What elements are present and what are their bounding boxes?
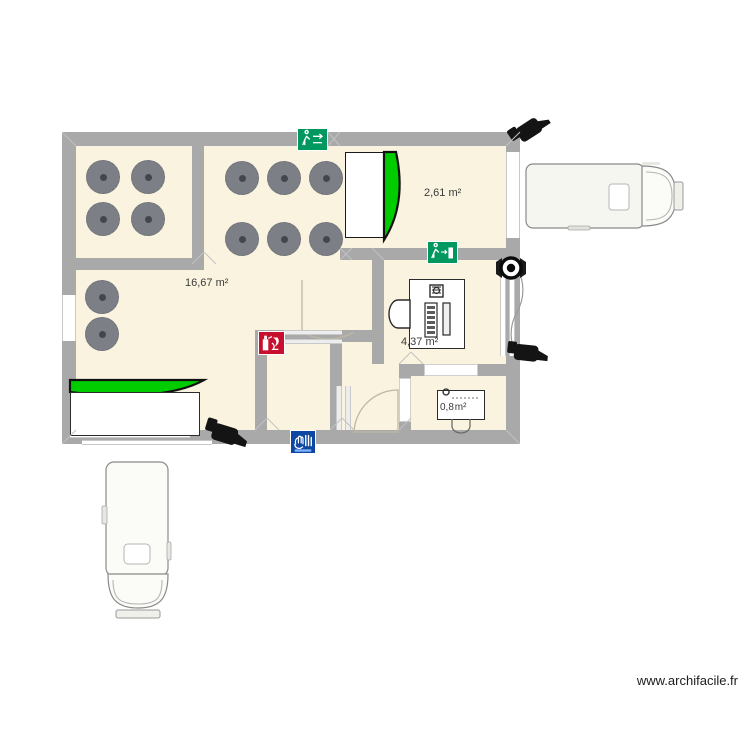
double-entry-door-panel-2[interactable] xyxy=(509,268,515,356)
office-chair[interactable] xyxy=(388,297,412,331)
round-table[interactable] xyxy=(131,160,165,194)
area-label-main-hall: 16,67 m² xyxy=(185,277,229,289)
round-table[interactable] xyxy=(267,222,301,256)
delivery-van[interactable] xyxy=(524,158,702,234)
watermark-archifacile: www.archifacile.fr xyxy=(636,673,738,688)
security-camera[interactable] xyxy=(504,106,559,156)
delivery-van[interactable] xyxy=(100,460,186,626)
round-table[interactable] xyxy=(85,280,119,314)
round-table[interactable] xyxy=(85,317,119,351)
fire-extinguisher-sign[interactable] xyxy=(258,331,285,355)
emergency-exit-sign[interactable] xyxy=(427,241,458,264)
round-table[interactable] xyxy=(309,161,343,195)
alarm-siren-icon[interactable] xyxy=(494,256,528,280)
area-label-upper-right: 2,61 m² xyxy=(424,187,462,199)
wall-left xyxy=(62,132,76,444)
wc-window xyxy=(424,364,478,376)
door-threshold-wc-2 xyxy=(345,386,351,430)
toilet-bowl-icon xyxy=(451,419,471,434)
wall-joint-marks xyxy=(61,131,521,445)
door-threshold-hall-2 xyxy=(284,339,342,344)
window-right-wall-upper xyxy=(506,152,520,238)
hand-wash-obligation-sign[interactable] xyxy=(290,430,316,454)
area-label-wc: 0,8 m² xyxy=(440,402,467,413)
keyboard-icon xyxy=(424,302,438,338)
security-camera[interactable] xyxy=(199,414,254,457)
wc-side-window xyxy=(399,378,411,422)
emergency-exit-sign[interactable] xyxy=(297,128,328,151)
door-threshold-wc xyxy=(336,386,342,430)
round-table[interactable] xyxy=(225,222,259,256)
door-threshold-hall xyxy=(284,330,342,335)
window-bottom-left-2 xyxy=(82,440,212,445)
round-table[interactable] xyxy=(131,202,165,236)
computer-tower-icon xyxy=(429,284,444,298)
service-counter[interactable] xyxy=(70,392,200,436)
round-table[interactable] xyxy=(86,202,120,236)
window-left-wall xyxy=(62,295,76,341)
wall-top xyxy=(62,132,520,146)
partition-panel[interactable] xyxy=(345,152,385,238)
double-entry-door-panel[interactable] xyxy=(500,268,506,356)
wall-partition-vertical-left xyxy=(192,146,204,260)
wall-partition-vertical-corridor xyxy=(255,330,267,430)
wall-partition-horizontal-left xyxy=(62,258,204,270)
round-table[interactable] xyxy=(267,161,301,195)
round-table[interactable] xyxy=(225,161,259,195)
security-camera[interactable] xyxy=(504,338,553,371)
sink-icon xyxy=(442,388,480,399)
area-label-office: 4,37 m² xyxy=(401,336,439,348)
door-swing-arc xyxy=(353,389,399,433)
monitor-icon xyxy=(442,302,451,336)
green-door-leaf[interactable] xyxy=(382,150,404,244)
round-table[interactable] xyxy=(86,160,120,194)
round-table[interactable] xyxy=(309,222,343,256)
